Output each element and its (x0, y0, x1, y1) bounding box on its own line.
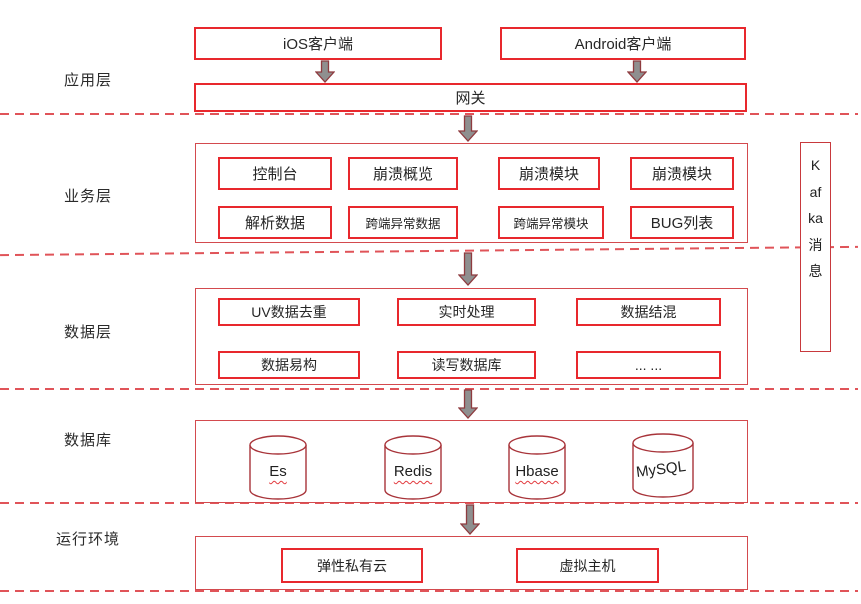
module-crash-module-2: 崩溃模块 (630, 157, 734, 190)
runtime-virtual-host: 虚拟主机 (516, 548, 659, 583)
runtime-elastic-private-cloud: 弹性私有云 (281, 548, 423, 583)
module-label: 控制台 (252, 166, 298, 183)
module-data-hetero: 数据易构 (218, 351, 360, 379)
kafka-message-box: Kafka消息 (800, 142, 831, 352)
label-business-layer: 业务层 (63, 188, 112, 205)
layer-divider-4 (0, 502, 858, 504)
module-label: 数据结混 (620, 304, 677, 320)
module-label: BUG列表 (650, 215, 714, 232)
kafka-message-label: Kafka消息 (808, 157, 823, 279)
module-crash-module-1: 崩溃模块 (498, 157, 600, 190)
layer-divider-2 (0, 245, 858, 257)
module-data-mix: 数据结混 (576, 298, 721, 326)
layer-divider-5 (0, 590, 858, 592)
arrow-down-icon (627, 60, 647, 83)
module-label: 跨端异常模块 (513, 217, 589, 231)
cylinder-icon (632, 433, 694, 498)
module-console: 控制台 (218, 157, 332, 190)
layer-divider-3 (0, 388, 858, 390)
android-client-box: Android客户端 (500, 27, 746, 60)
arrow-down-icon (315, 60, 335, 83)
module-ellipsis: ... ... (576, 351, 721, 379)
gateway-box: 网关 (194, 83, 747, 112)
runtime-item-label: 虚拟主机 (559, 557, 616, 574)
db-cylinder-redis: Redis (382, 434, 444, 500)
android-client-label: Android客户端 (574, 36, 672, 53)
arrow-down-icon (460, 504, 480, 535)
module-label: 崩溃模块 (518, 166, 579, 183)
runtime-item-label: 弹性私有云 (317, 557, 387, 574)
cylinder-icon (249, 435, 307, 500)
gateway-label: 网关 (455, 90, 486, 107)
db-cylinder-es: Es (247, 434, 309, 500)
layer-divider-1 (0, 113, 858, 115)
arrow-down-icon (458, 389, 478, 419)
module-parse-data: 解析数据 (218, 206, 332, 239)
module-label: ... ... (634, 357, 663, 373)
runtime-layer-container (195, 536, 748, 590)
module-realtime-processing: 实时处理 (397, 298, 536, 326)
module-label: 崩溃模块 (651, 166, 712, 183)
module-readwrite-db: 读写数据库 (397, 351, 536, 379)
module-crossend-exception-data: 跨端异常数据 (348, 206, 458, 239)
module-label: 实时处理 (438, 304, 495, 320)
db-label-es: Es (269, 463, 287, 480)
label-app-layer: 应用层 (63, 72, 112, 89)
db-cylinder-mysql: MySQL (630, 432, 694, 498)
db-label-redis: Redis (393, 463, 433, 480)
ios-client-label: iOS客户端 (282, 36, 353, 53)
module-label: UV数据去重 (251, 304, 327, 320)
db-label-hbase: Hbase (515, 463, 559, 480)
label-runtime-layer: 运行环境 (55, 531, 120, 548)
module-crash-overview: 崩溃概览 (348, 157, 458, 190)
ios-client-box: iOS客户端 (194, 27, 442, 60)
module-label: 解析数据 (244, 215, 305, 232)
module-label: 跨端异常数据 (365, 217, 441, 231)
label-database-layer: 数据库 (63, 432, 112, 449)
module-crossend-exception-module: 跨端异常模块 (498, 206, 604, 239)
module-uv-dedup: UV数据去重 (218, 298, 360, 326)
arrow-down-icon (458, 252, 478, 286)
module-label: 数据易构 (261, 357, 317, 373)
module-label: 读写数据库 (431, 357, 502, 373)
arrow-down-icon (458, 115, 478, 142)
cylinder-icon (508, 435, 566, 500)
db-cylinder-hbase: Hbase (506, 434, 568, 500)
module-bug-list: BUG列表 (630, 206, 734, 239)
label-data-layer: 数据层 (63, 324, 112, 341)
module-label: 崩溃概览 (372, 166, 433, 183)
cylinder-icon (384, 435, 442, 500)
